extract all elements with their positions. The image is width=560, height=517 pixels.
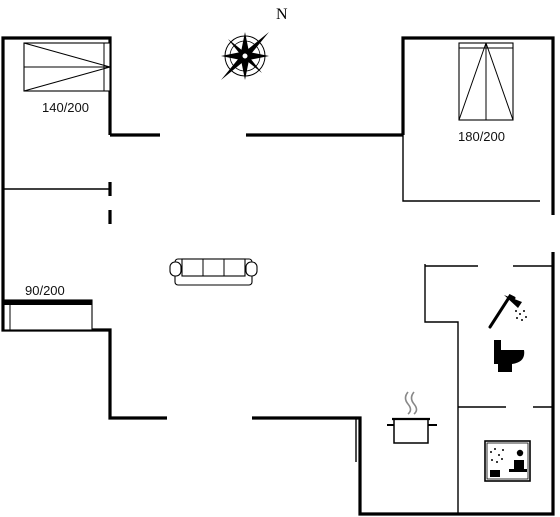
single-bed-90 xyxy=(3,299,93,331)
bed-size-label-180: 180/200 xyxy=(458,129,505,144)
cooking-pot-icon xyxy=(387,391,437,444)
bed-size-label-140: 140/200 xyxy=(42,100,89,115)
double-bed-140 xyxy=(23,42,111,92)
bed-size-label-90: 90/200 xyxy=(25,283,65,298)
compass-rose-icon xyxy=(221,32,269,80)
toilet-icon xyxy=(494,340,525,372)
walls xyxy=(1,36,555,516)
north-label: N xyxy=(276,6,288,23)
sauna-icon xyxy=(484,440,531,482)
sofa-icon xyxy=(169,258,258,286)
double-bed-180 xyxy=(458,42,514,121)
shower-icon xyxy=(488,294,527,329)
